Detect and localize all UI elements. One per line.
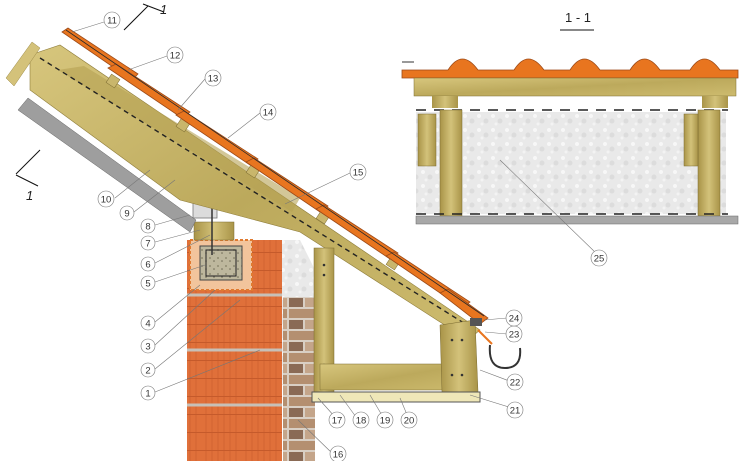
callout-3: 3 [140, 338, 156, 354]
section-cut-mark-bottom [15, 149, 41, 187]
roof-tiles [61, 27, 489, 325]
svg-text:4: 4 [145, 319, 150, 330]
callout-17: 17 [328, 411, 346, 429]
svg-text:13: 13 [208, 74, 219, 85]
callout-23: 23 [505, 325, 523, 343]
wall-plate [193, 221, 235, 241]
leader-lines [71, 21, 599, 456]
batten [105, 73, 121, 89]
svg-text:11: 11 [107, 16, 117, 27]
svg-text:20: 20 [404, 416, 415, 427]
concrete-core [199, 245, 243, 281]
svg-text:25: 25 [594, 254, 605, 265]
section-rafter-left-outer [417, 113, 437, 167]
svg-text:5: 5 [145, 279, 150, 290]
svg-text:9: 9 [124, 209, 129, 220]
svg-text:15: 15 [353, 168, 364, 179]
facing-brick-cladding [283, 297, 315, 461]
section-counter-batten [413, 77, 737, 97]
callout-2: 2 [140, 362, 156, 378]
callout-18: 18 [352, 411, 370, 429]
callout-14: 14 [259, 103, 277, 121]
callout-6: 6 [140, 256, 156, 272]
callout-19: 19 [376, 411, 394, 429]
svg-text:12: 12 [170, 51, 181, 62]
svg-text:18: 18 [356, 416, 367, 427]
svg-text:19: 19 [380, 416, 391, 427]
section-rafter-right-outer [683, 113, 699, 167]
section-rafter-right [697, 109, 721, 217]
fascia-board [439, 319, 479, 393]
callout-15: 15 [349, 163, 367, 181]
callout-12: 12 [166, 46, 184, 64]
callout-9: 9 [119, 205, 135, 221]
svg-text:7: 7 [145, 239, 150, 250]
svg-text:6: 6 [145, 260, 150, 271]
callout-5: 5 [140, 275, 156, 291]
ridge-cut-end [5, 41, 41, 87]
svg-text:22: 22 [510, 378, 521, 389]
section-cut-mark-top [123, 3, 165, 31]
svg-text:17: 17 [332, 416, 343, 427]
callout-8: 8 [140, 218, 156, 234]
section-mark-top-label: 1 [160, 2, 167, 17]
callout-24: 24 [505, 309, 523, 327]
section-title: 1 - 1 [565, 10, 591, 25]
callout-22: 22 [506, 373, 524, 391]
callout-13: 13 [204, 69, 222, 87]
section-rafter-left [439, 109, 463, 217]
svg-text:14: 14 [263, 108, 274, 119]
svg-text:8: 8 [145, 222, 150, 233]
rafter-upper-board [58, 66, 300, 212]
callout-4: 4 [140, 315, 156, 331]
svg-text:2: 2 [145, 366, 150, 377]
svg-text:3: 3 [145, 342, 150, 353]
callout-11: 11 [103, 11, 121, 29]
svg-text:24: 24 [509, 314, 520, 325]
callout-7: 7 [140, 235, 156, 251]
svg-text:23: 23 [509, 330, 520, 341]
section-tiles-profile [401, 58, 739, 79]
svg-text:1: 1 [145, 389, 150, 400]
callout-20: 20 [400, 411, 418, 429]
svg-text:16: 16 [333, 450, 344, 461]
section-insulation [416, 112, 726, 214]
vapour-membrane [39, 57, 476, 331]
section-mark-bottom-label: 1 [26, 188, 33, 203]
callout-1: 1 [140, 385, 156, 401]
callout-25: 25 [590, 249, 608, 267]
callout-21: 21 [506, 401, 524, 419]
section-ceiling-lining [415, 215, 739, 225]
svg-text:10: 10 [101, 195, 112, 206]
callout-10: 10 [97, 190, 115, 208]
section-batten-right [702, 96, 728, 108]
callout-16: 16 [329, 445, 347, 461]
soffit-board [311, 391, 481, 403]
section-batten-left [432, 96, 458, 108]
drip-edge [470, 318, 482, 326]
svg-text:21: 21 [510, 406, 521, 417]
gutter [488, 344, 522, 370]
